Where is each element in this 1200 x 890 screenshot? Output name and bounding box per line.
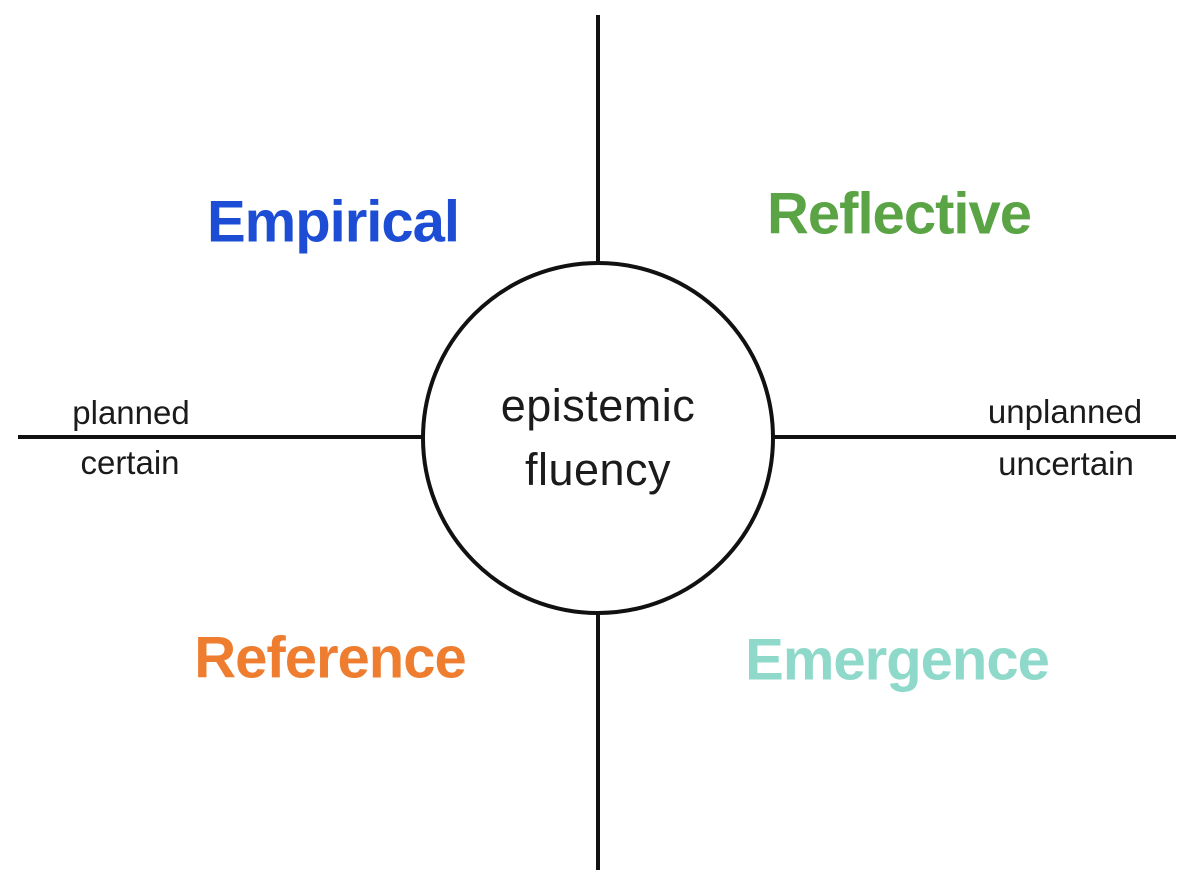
axis-label-unplanned: unplanned	[987, 393, 1143, 430]
quadrant-label-reflective: Reflective	[766, 181, 1032, 247]
axis-label-certain: certain	[80, 444, 180, 481]
axis-label-uncertain: uncertain	[998, 445, 1134, 482]
axis-label-planned: planned	[72, 394, 190, 431]
quadrant-label-emergence: Emergence	[745, 627, 1050, 693]
center-circle: epistemic fluency	[421, 261, 775, 615]
center-text-line1: epistemic	[500, 380, 696, 431]
quadrant-label-empirical: Empirical	[206, 189, 460, 255]
quadrant-label-reference: Reference	[194, 625, 466, 691]
center-text-line2: fluency	[524, 444, 672, 495]
